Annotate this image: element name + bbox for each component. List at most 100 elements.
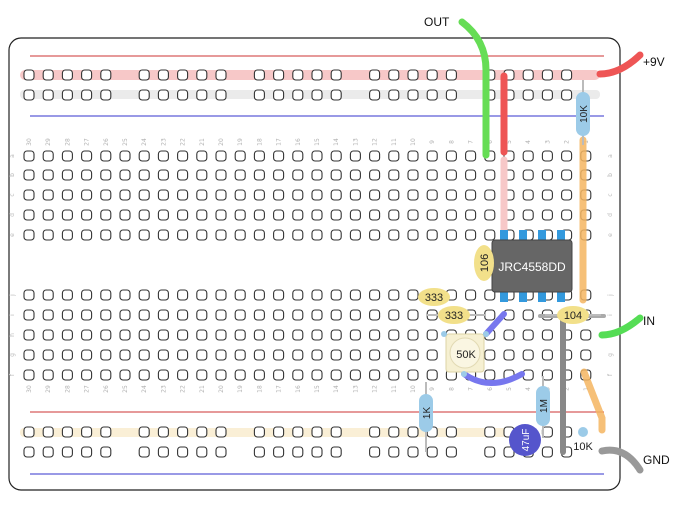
electrolytic-capacitor-47uf [509,424,541,456]
column-number-bottom: 4 [525,387,532,391]
breadboard-hole [311,309,323,321]
rail-hole [138,426,150,438]
rail-hole [388,69,400,81]
rail-hole [445,446,457,458]
breadboard-hole [292,169,304,181]
breadboard-hole [388,209,400,221]
rail-hole [215,89,227,101]
breadboard-hole [119,289,131,301]
breadboard-hole [349,349,361,361]
breadboard-hole [484,209,496,221]
breadboard-hole [349,150,361,162]
gnd-label: GND [643,453,670,467]
rail-hole [407,69,419,81]
breadboard-hole [561,189,573,201]
breadboard-hole [292,229,304,241]
ic-label: JRC4558DD [498,260,566,274]
capacitor-333-a [418,288,450,306]
breadboard-hole [369,289,381,301]
column-number-top: 29 [45,138,52,146]
breadboard-hole [253,150,265,162]
breadboard-hole [445,150,457,162]
breadboard-hole [349,229,361,241]
rail-hole [407,426,419,438]
rail-hole [81,426,93,438]
breadboard-hole [215,169,227,181]
breadboard-hole [484,289,496,301]
breadboard-hole [369,189,381,201]
electrolytic-47uf-label: 47uF [521,429,532,452]
column-number-bottom: 25 [122,385,129,393]
breadboard-hole [330,209,342,221]
breadboard-hole [177,189,189,201]
breadboard-hole [330,369,342,381]
v9-external-wire [596,51,644,78]
resistor-1m [536,386,550,426]
rail-hole [369,69,381,81]
column-number-top: 9 [429,140,436,144]
breadboard-hole [292,349,304,361]
rail-hole [42,89,54,101]
rail-hole [138,69,150,81]
rail-hole [273,89,285,101]
column-number-bottom: 13 [352,385,359,393]
breadboard-hole [292,209,304,221]
breadboard-hole [330,229,342,241]
breadboard-hole [561,209,573,221]
rail-hole [273,446,285,458]
breadboard-hole [465,229,477,241]
breadboard-hole [311,349,323,361]
breadboard-hole [196,150,208,162]
row-letter: i [9,314,16,316]
breadboard-hole [484,229,496,241]
capacitor-106 [474,245,494,281]
breadboard-hole [119,309,131,321]
breadboard-hole [311,209,323,221]
breadboard-hole [157,150,169,162]
breadboard-hole [522,349,534,361]
breadboard-hole [234,150,246,162]
bottom-rail-highlight [20,428,520,437]
breadboard-hole [177,329,189,341]
rail-hole [100,426,112,438]
breadboard-hole [426,209,438,221]
breadboard-hole [388,369,400,381]
breadboard-hole [196,169,208,181]
breadboard-hole [330,349,342,361]
breadboard-hole [138,329,150,341]
column-number-top: 10 [410,138,417,146]
row-letter: j [607,294,614,297]
breadboard-hole [445,189,457,201]
breadboard-hole [138,209,150,221]
breadboard-hole [100,229,112,241]
breadboard-hole [426,150,438,162]
resistor-10k-bottom [578,427,588,437]
breadboard-hole [311,189,323,201]
breadboard-hole [253,309,265,321]
column-number-top: 6 [487,140,494,144]
breadboard-hole [522,209,534,221]
column-number-bottom: 28 [64,385,71,393]
breadboard-hole [522,169,534,181]
breadboard-hole [138,150,150,162]
rail-hole [42,446,54,458]
breadboard-hole [522,150,534,162]
potentiometer-knob [449,337,481,369]
resistor-1m-label: 1M [539,399,550,413]
rail-hole [484,426,496,438]
breadboard-hole [138,309,150,321]
rail-hole [23,426,35,438]
in-label: IN [643,314,655,328]
breadboard-hole [369,150,381,162]
rail-hole [81,446,93,458]
breadboard-hole [119,329,131,341]
column-number-top: 17 [276,138,283,146]
row-letter: g [9,353,16,357]
breadboard-hole [388,309,400,321]
gnd-external-wire [598,446,644,474]
breadboard-hole [292,329,304,341]
column-number-bottom: 10 [410,385,417,393]
column-number-bottom: 5 [506,387,513,391]
breadboard-hole [196,209,208,221]
breadboard-hole [273,349,285,361]
